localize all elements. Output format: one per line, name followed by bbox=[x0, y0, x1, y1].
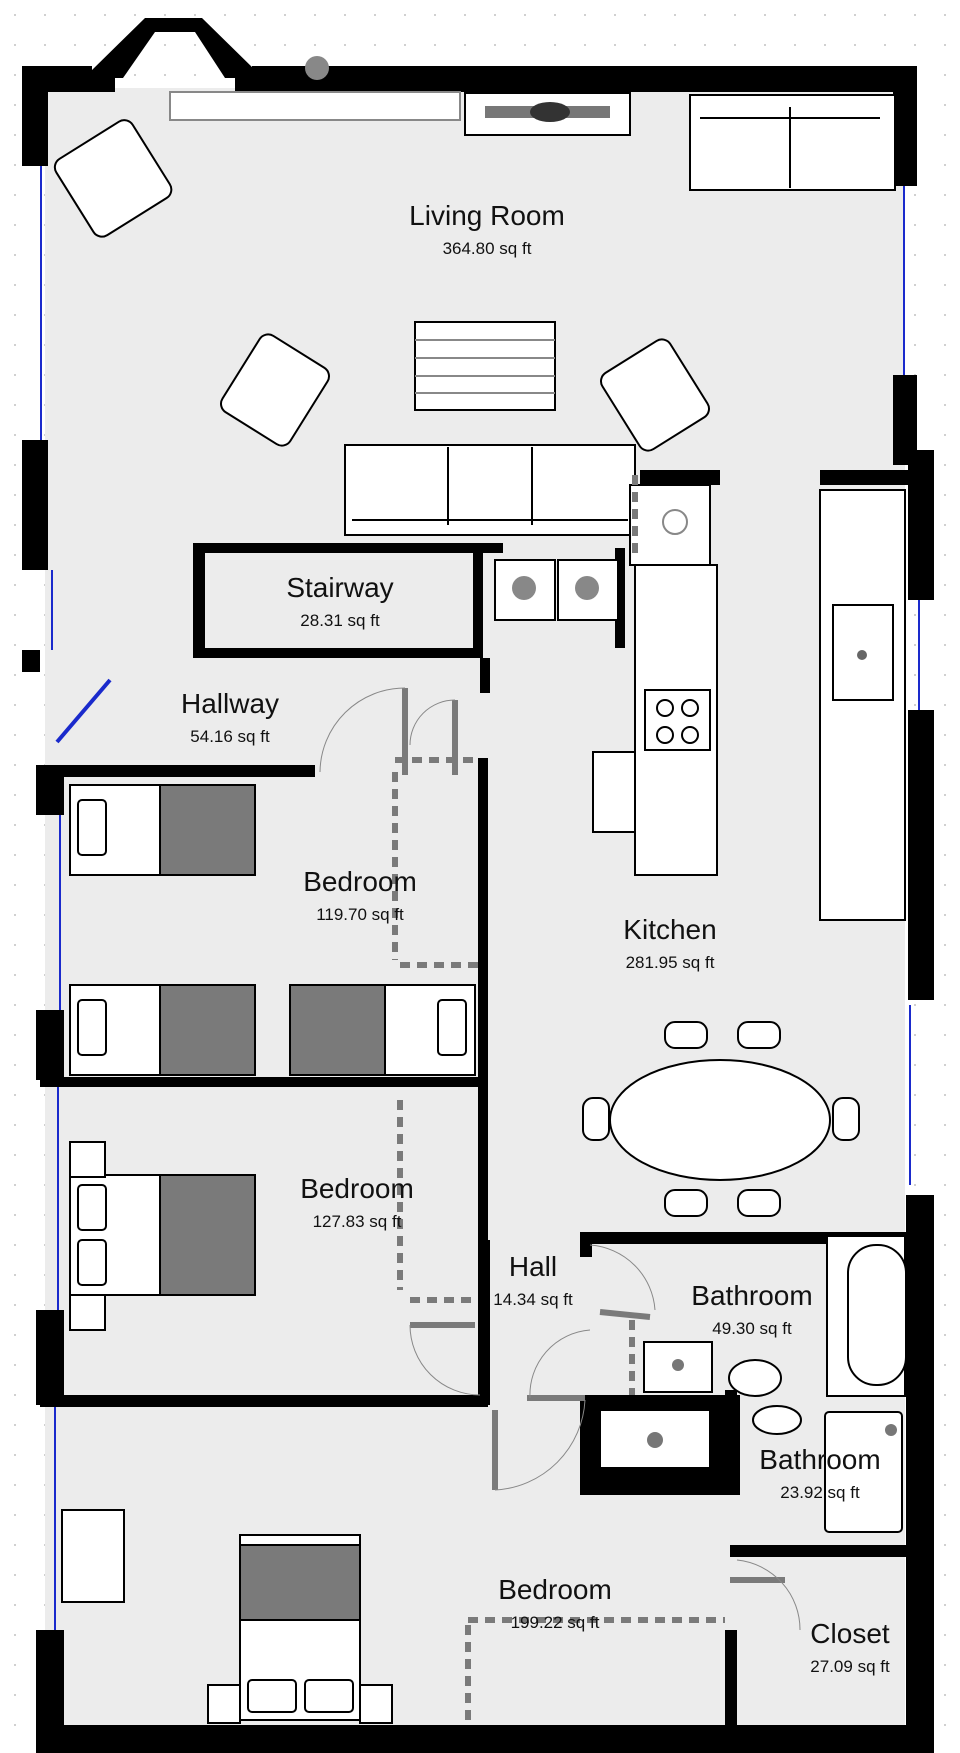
room-area: 199.22 sq ft bbox=[510, 1613, 600, 1632]
bathroom-furniture bbox=[599, 1235, 907, 1533]
dryer bbox=[557, 559, 619, 621]
room-area: 28.31 sq ft bbox=[300, 611, 380, 630]
room-name: Hall bbox=[508, 1251, 558, 1282]
room-label-bedroom-2: Bedroom 127.83 sq ft bbox=[300, 1173, 414, 1233]
room-label-bathroom-1: Bathroom 49.30 sq ft bbox=[691, 1280, 812, 1340]
room-label-closet: Closet 27.09 sq ft bbox=[810, 1618, 889, 1678]
room-name: Bedroom bbox=[303, 866, 417, 897]
tv-stand bbox=[464, 92, 631, 136]
room-label-stairway: Stairway 28.31 sq ft bbox=[286, 572, 393, 632]
island-counter bbox=[819, 489, 906, 921]
fridge bbox=[629, 484, 711, 566]
windows bbox=[40, 166, 920, 1630]
living-room-furniture bbox=[53, 56, 896, 536]
toilet-bath1 bbox=[728, 1359, 782, 1397]
room-name: Bathroom bbox=[691, 1280, 813, 1311]
room-label-bathroom-2: Bathroom 23.92 sq ft bbox=[759, 1444, 880, 1504]
kitchen-furniture bbox=[494, 484, 906, 1217]
bedroom-furniture bbox=[61, 784, 476, 1724]
room-area: 23.92 sq ft bbox=[780, 1483, 860, 1502]
toilet-bath2 bbox=[752, 1405, 802, 1435]
dining-table bbox=[582, 1021, 860, 1217]
room-name: Closet bbox=[810, 1618, 890, 1649]
sofa-top-right bbox=[689, 94, 896, 191]
dresser bbox=[61, 1509, 125, 1603]
sofa-center bbox=[344, 444, 636, 536]
openings bbox=[392, 475, 725, 1725]
room-area: 14.34 sq ft bbox=[493, 1290, 573, 1309]
room-area: 49.30 sq ft bbox=[712, 1319, 792, 1338]
rug bbox=[414, 321, 556, 411]
room-label-bedroom-3: Bedroom 199.22 sq ft bbox=[498, 1574, 612, 1634]
bed-double-1 bbox=[69, 1141, 256, 1331]
door-swings bbox=[319, 687, 801, 1631]
room-label-living-room: Living Room 364.80 sq ft bbox=[409, 200, 565, 260]
room-label-hallway: Hallway 54.16 sq ft bbox=[181, 688, 279, 748]
room-label-hall: Hall 14.34 sq ft bbox=[493, 1251, 572, 1311]
room-name: Stairway bbox=[286, 572, 394, 603]
fireplace-hearth bbox=[169, 56, 461, 121]
kitchen-cabinet bbox=[592, 751, 636, 833]
room-label-bedroom-1: Bedroom 119.70 sq ft bbox=[303, 866, 417, 926]
room-area: 364.80 sq ft bbox=[442, 239, 532, 258]
armchair-bottom-right bbox=[600, 338, 710, 452]
sink-bath1 bbox=[643, 1341, 713, 1393]
room-name: Living Room bbox=[409, 200, 565, 231]
room-area: 119.70 sq ft bbox=[316, 905, 404, 924]
bed-single-1 bbox=[69, 784, 256, 876]
bed-single-2 bbox=[69, 984, 256, 1076]
armchair-top-left bbox=[53, 119, 173, 238]
room-name: Bathroom bbox=[759, 1444, 881, 1475]
armchair-bottom-left bbox=[220, 333, 330, 447]
washer bbox=[494, 559, 556, 621]
bed-double-2 bbox=[207, 1534, 393, 1724]
sink-bath2 bbox=[599, 1409, 711, 1469]
room-label-kitchen: Kitchen 281.95 sq ft bbox=[623, 914, 716, 974]
exterior-walls bbox=[22, 18, 934, 1753]
room-area: 127.83 sq ft bbox=[312, 1212, 402, 1231]
bathtub-1 bbox=[826, 1235, 907, 1397]
room-name: Kitchen bbox=[623, 914, 717, 945]
room-area: 281.95 sq ft bbox=[625, 953, 715, 972]
room-name: Bedroom bbox=[300, 1173, 414, 1204]
shower bbox=[824, 1411, 903, 1533]
room-name: Hallway bbox=[180, 688, 280, 719]
room-area: 54.16 sq ft bbox=[190, 727, 270, 746]
stove bbox=[644, 689, 711, 751]
room-name: Bedroom bbox=[498, 1574, 612, 1605]
room-area: 27.09 sq ft bbox=[810, 1657, 890, 1676]
bed-single-3 bbox=[289, 984, 476, 1076]
